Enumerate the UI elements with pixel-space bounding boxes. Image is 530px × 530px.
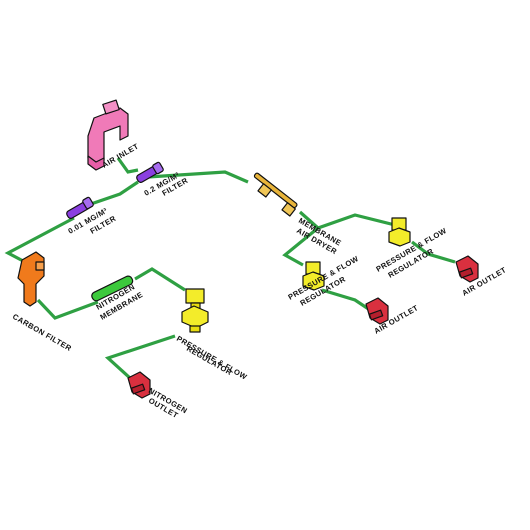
pipe-001-to-carbon <box>4 216 75 264</box>
nitrogen-membrane-icon <box>91 275 134 302</box>
carbon-filter-icon <box>17 251 45 307</box>
regulator-mid-icon <box>302 261 325 291</box>
pipe-inlet-to-02-filter <box>116 157 139 174</box>
pipe-02-to-001-filter <box>87 180 139 207</box>
label-carbon-filter: CARBON FILTER <box>11 312 73 353</box>
pipe-split-to-regulator-mid <box>282 226 320 267</box>
air-inlet-icon <box>87 99 129 171</box>
pipe-regulator-left-to-nitrogen-outlet <box>104 334 176 380</box>
labels: AIR INLET 0.2 MG/M³ FILTER 0.01 MG/M³ FI… <box>11 142 508 421</box>
regulator-right-icon <box>388 217 411 247</box>
nitrogen-outlet-icon <box>127 371 151 399</box>
pipe-carbon-to-membrane <box>36 298 99 320</box>
pipe-main-to-dryer <box>147 170 249 184</box>
membrane-dryer-icon <box>253 172 298 217</box>
regulator-left-icon <box>181 288 209 333</box>
pipe-membrane-to-regulator-left <box>134 267 186 292</box>
filter-001-icon <box>66 196 94 219</box>
pipes <box>4 157 456 380</box>
air-outlet-mid-icon <box>365 297 389 325</box>
filter-02-icon <box>136 161 164 183</box>
pipe-regulator-mid-to-air-outlet-mid <box>321 288 371 312</box>
air-outlet-right-icon <box>455 255 479 283</box>
label-air-inlet: AIR INLET <box>101 142 141 170</box>
pipe-regulator-right-to-air-outlet-right <box>411 240 456 264</box>
pipe-dryer-to-split <box>298 210 396 230</box>
